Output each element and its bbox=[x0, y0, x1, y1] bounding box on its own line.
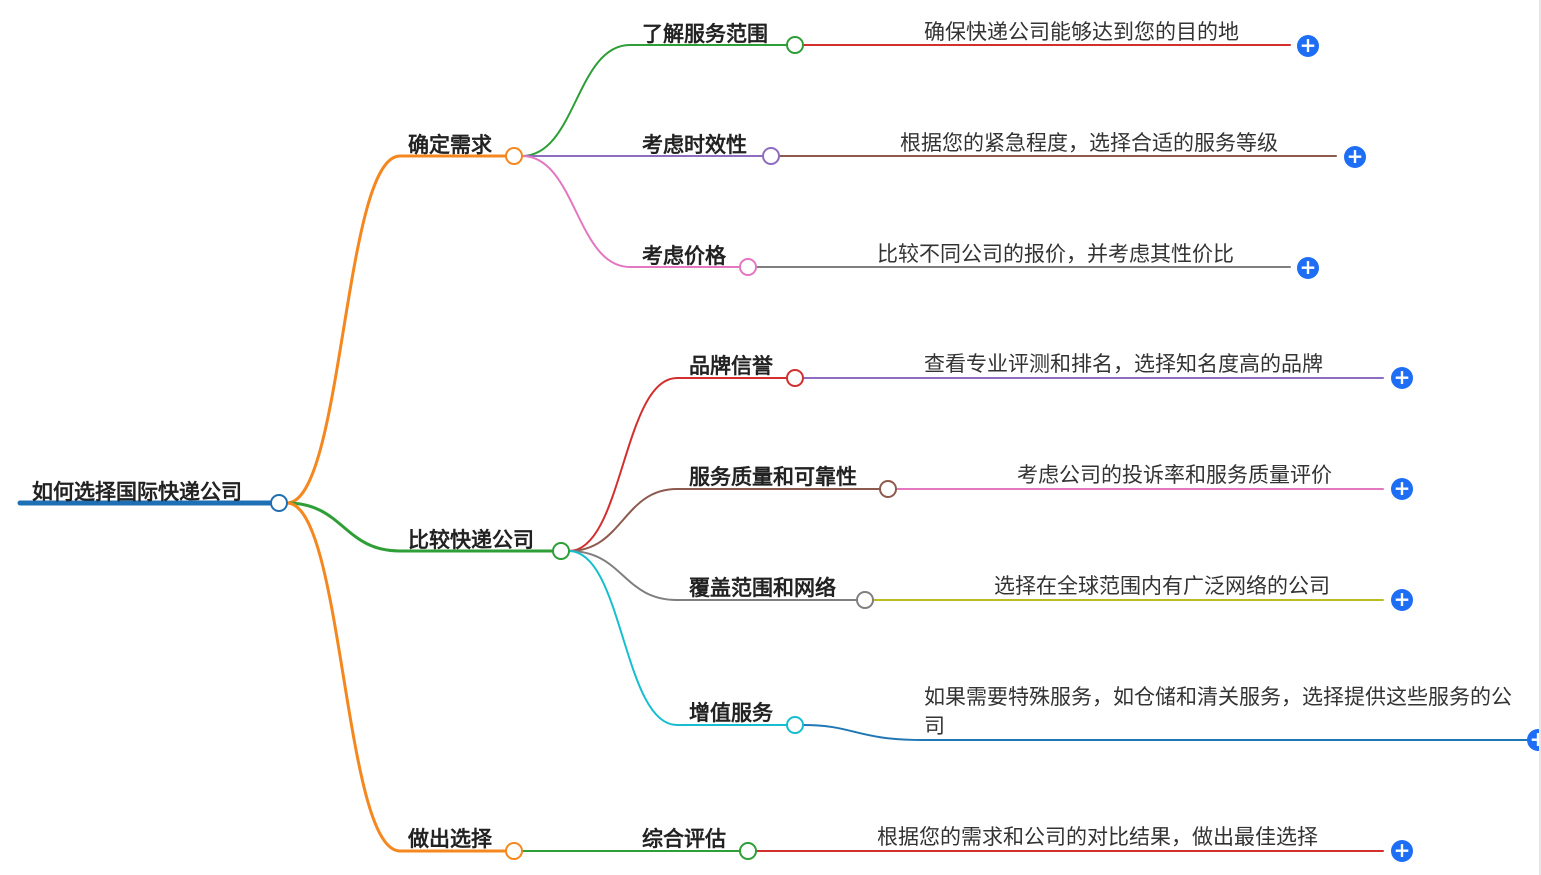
detail-label: 根据您的需求和公司的对比结果，做出最佳选择 bbox=[877, 825, 1318, 849]
branch-connector bbox=[285, 501, 402, 853]
detail-connector bbox=[802, 724, 1541, 741]
branch-connector bbox=[285, 154, 402, 505]
topic-label: 综合评估 bbox=[642, 827, 726, 851]
topic-connector bbox=[521, 44, 631, 157]
topic-label: 增值服务 bbox=[689, 701, 773, 725]
branch-node[interactable] bbox=[505, 842, 523, 860]
detail-label: 比较不同公司的报价，并考虑其性价比 bbox=[877, 242, 1234, 266]
detail-label: 根据您的紧急程度，选择合适的服务等级 bbox=[900, 131, 1278, 155]
topic-node[interactable] bbox=[879, 480, 897, 498]
detail-label: 考虑公司的投诉率和服务质量评价 bbox=[1017, 463, 1332, 487]
topic-label: 考虑价格 bbox=[642, 244, 726, 268]
expand-plus-icon[interactable]: + bbox=[1344, 146, 1366, 168]
detail-label: 确保快递公司能够达到您的目的地 bbox=[924, 20, 1239, 44]
expand-plus-icon[interactable]: + bbox=[1527, 729, 1541, 751]
root-node[interactable] bbox=[270, 494, 288, 512]
branch-label: 比较快递公司 bbox=[408, 528, 534, 552]
topic-connector bbox=[521, 155, 631, 268]
expand-plus-icon[interactable]: + bbox=[1391, 840, 1413, 862]
topic-connector bbox=[568, 550, 678, 726]
topic-node[interactable] bbox=[762, 147, 780, 165]
branch-node[interactable] bbox=[552, 542, 570, 560]
expand-plus-icon[interactable]: + bbox=[1391, 367, 1413, 389]
expand-plus-icon[interactable]: + bbox=[1391, 478, 1413, 500]
topic-label: 了解服务范围 bbox=[642, 22, 768, 46]
scroll-edge bbox=[1539, 0, 1541, 875]
topic-label: 考虑时效性 bbox=[642, 133, 747, 157]
topic-label: 服务质量和可靠性 bbox=[689, 465, 857, 489]
expand-plus-icon[interactable]: + bbox=[1297, 35, 1319, 57]
branch-label: 做出选择 bbox=[408, 827, 492, 851]
topic-node[interactable] bbox=[786, 36, 804, 54]
detail-label: 查看专业评测和排名，选择知名度高的品牌 bbox=[924, 352, 1323, 376]
branch-label: 确定需求 bbox=[408, 133, 492, 157]
topic-node[interactable] bbox=[739, 258, 757, 276]
topic-connector bbox=[568, 377, 678, 552]
expand-plus-icon[interactable]: + bbox=[1391, 589, 1413, 611]
topic-node[interactable] bbox=[786, 716, 804, 734]
topic-connector bbox=[568, 550, 678, 601]
root-node-label: 如何选择国际快递公司 bbox=[32, 480, 242, 504]
branch-node[interactable] bbox=[505, 147, 523, 165]
topic-label: 品牌信誉 bbox=[689, 354, 773, 378]
topic-connector bbox=[568, 488, 678, 552]
topic-node[interactable] bbox=[786, 369, 804, 387]
detail-label: 选择在全球范围内有广泛网络的公司 bbox=[994, 574, 1330, 598]
topic-node[interactable] bbox=[856, 591, 874, 609]
topic-node[interactable] bbox=[739, 842, 757, 860]
detail-label: 如果需要特殊服务，如仓储和清关服务，选择提供这些服务的公司 bbox=[924, 685, 1512, 738]
branch-connector bbox=[285, 501, 402, 553]
expand-plus-icon[interactable]: + bbox=[1297, 257, 1319, 279]
topic-label: 覆盖范围和网络 bbox=[689, 576, 836, 600]
